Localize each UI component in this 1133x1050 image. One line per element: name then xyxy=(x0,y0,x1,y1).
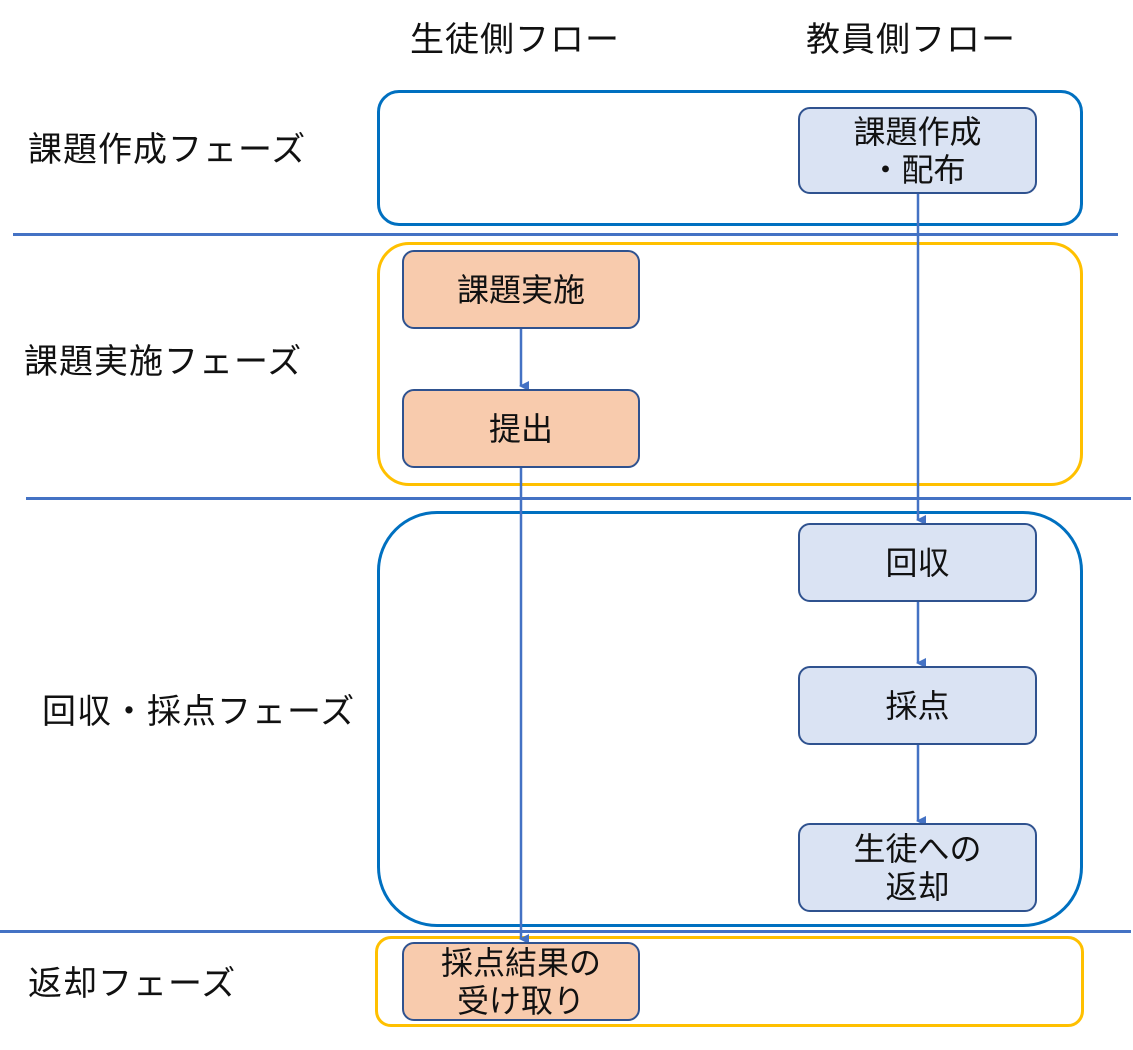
student-flow-header: 生徒側フロー xyxy=(410,20,620,60)
phase-label-return: 返却フェーズ xyxy=(28,964,237,1004)
node-submit: 提出 xyxy=(402,389,640,468)
node-grade: 採点 xyxy=(798,666,1037,745)
phase-divider-3 xyxy=(0,930,1131,933)
node-collect: 回収 xyxy=(798,523,1037,602)
phase-box-return xyxy=(375,936,1084,1027)
phase-box-execute xyxy=(377,242,1083,486)
node-do-assignment: 課題実施 xyxy=(402,250,640,329)
phase-label-create: 課題作成フェーズ xyxy=(28,130,307,170)
phase-label-collect-grade: 回収・採点フェーズ xyxy=(42,692,356,732)
phase-label-execute: 課題実施フェーズ xyxy=(24,342,303,382)
node-receive-results: 採点結果の 受け取り xyxy=(402,942,640,1021)
phase-box-collect-grade xyxy=(377,511,1083,927)
phase-box-create xyxy=(377,90,1083,226)
phase-divider-1 xyxy=(13,233,1118,236)
teacher-flow-header: 教員側フロー xyxy=(806,20,1016,60)
node-create-distribute: 課題作成 ・配布 xyxy=(798,107,1037,194)
phase-divider-2 xyxy=(26,497,1131,500)
node-return-to-students: 生徒への 返却 xyxy=(798,823,1037,912)
